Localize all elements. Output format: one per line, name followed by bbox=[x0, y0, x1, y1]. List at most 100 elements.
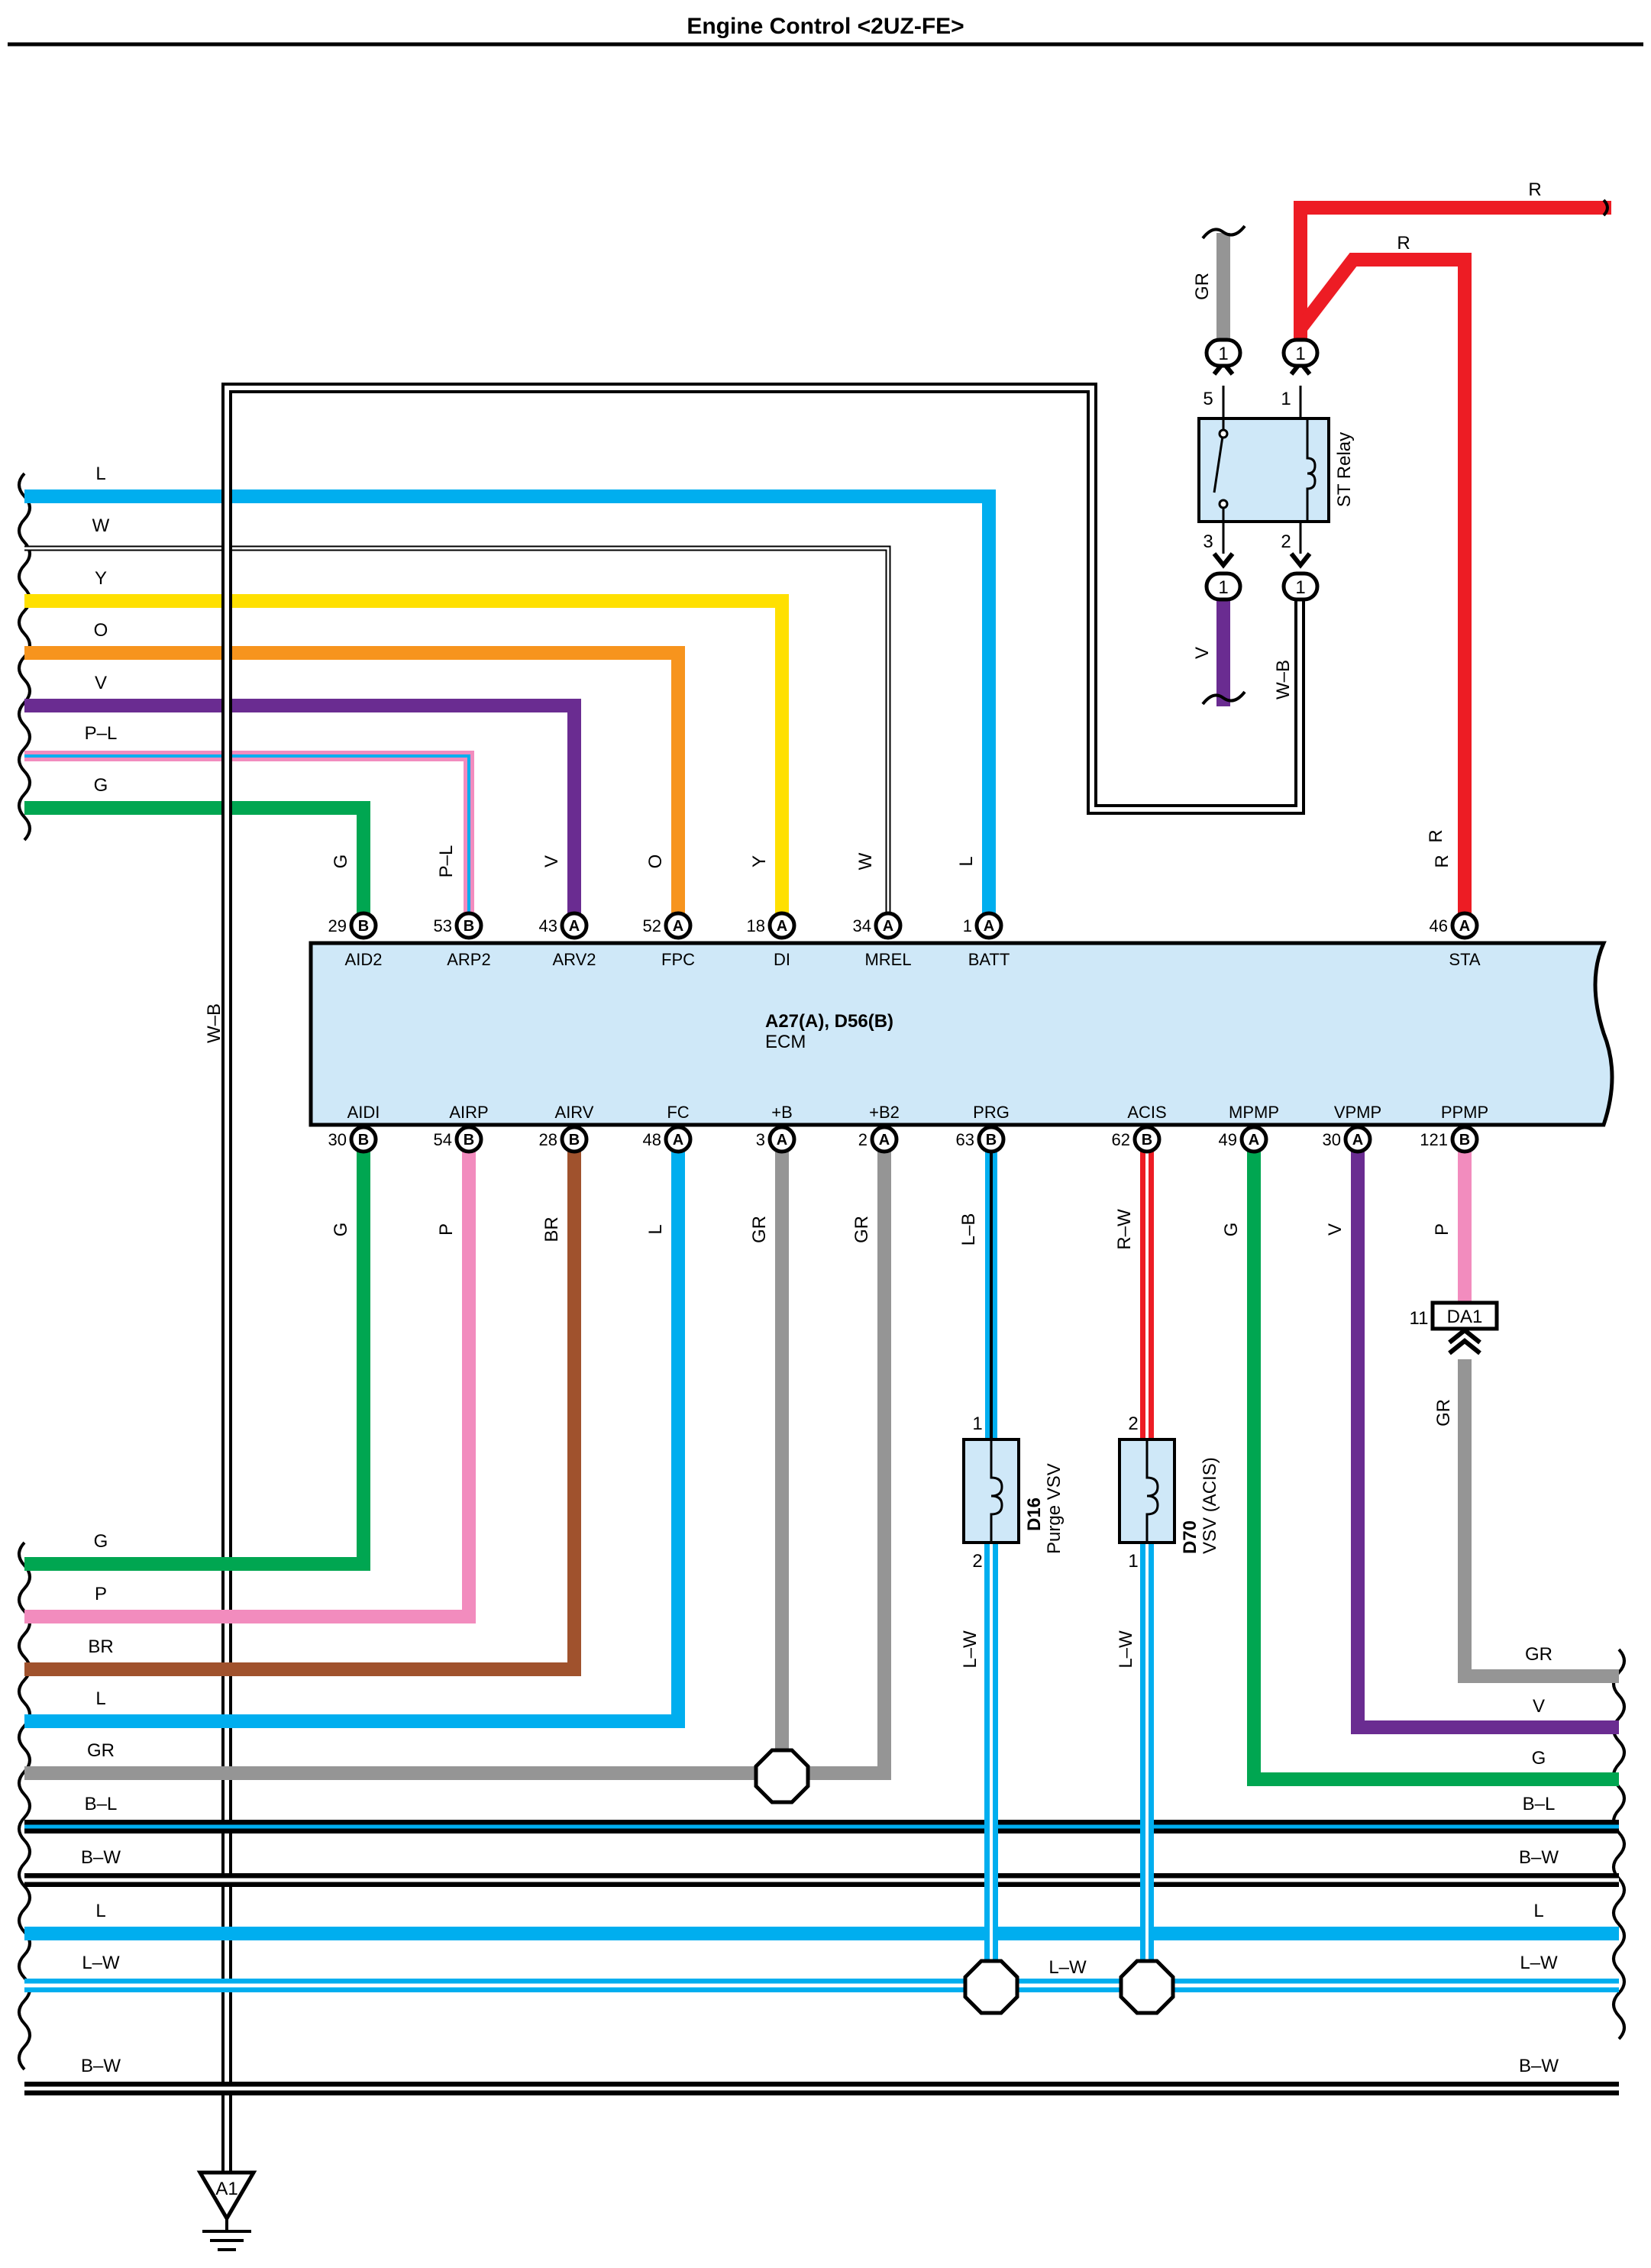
wire-l-fc bbox=[24, 1139, 685, 1728]
ground-wire-wb: W–B bbox=[204, 1003, 225, 1043]
relay-terminal-2: 2 bbox=[1281, 531, 1291, 552]
pin-name: ARP2 bbox=[447, 950, 490, 969]
pin-name: FC bbox=[667, 1103, 689, 1122]
relay-terminal-3: 3 bbox=[1203, 531, 1213, 552]
pin-connector-letter: B bbox=[358, 918, 369, 935]
pin-wire-color: BR bbox=[541, 1216, 562, 1242]
pin-marker bbox=[664, 1125, 693, 1154]
junction-da1-pin: 11 bbox=[1410, 1308, 1429, 1329]
pin-connector-letter: B bbox=[1459, 1132, 1470, 1149]
pin-connector-letter: B bbox=[569, 1132, 580, 1149]
pin-number: 18 bbox=[747, 916, 765, 935]
left-wire-label: Y bbox=[95, 568, 107, 589]
wire-g-aidi bbox=[24, 1139, 370, 1571]
junction-wire-gr: GR bbox=[1433, 1399, 1454, 1426]
lw-mid-label: L–W bbox=[1048, 1957, 1087, 1978]
ecm-name: ECM bbox=[765, 1032, 806, 1052]
pin-connector-letter: A bbox=[1459, 918, 1470, 935]
acis-vsv-wire-lw: L–W bbox=[1116, 1630, 1136, 1669]
pin-marker bbox=[349, 1125, 378, 1154]
left-wire-label: V bbox=[95, 673, 107, 693]
pin-wire-color: GR bbox=[749, 1216, 770, 1243]
pin-marker bbox=[1343, 1125, 1372, 1154]
pin-connector-letter: A bbox=[569, 918, 580, 935]
left-wire-label: O bbox=[94, 620, 108, 641]
relay-conn-label-3: 1 bbox=[1218, 577, 1228, 598]
pin-number: 53 bbox=[434, 916, 452, 935]
right-wire-label: L bbox=[1533, 1901, 1543, 1921]
acis-vsv-pin-top: 2 bbox=[1128, 1413, 1138, 1434]
wire-gr-ppmp bbox=[1458, 1359, 1619, 1683]
pin-number: 54 bbox=[434, 1130, 452, 1149]
relay-wire-v: V bbox=[1192, 647, 1213, 659]
pin-connector-letter: A bbox=[883, 918, 893, 935]
pin-name: DI bbox=[774, 950, 790, 969]
pin-wire-color: V bbox=[541, 855, 562, 867]
wire-pl-arp2 bbox=[24, 751, 474, 926]
wire-p-airp bbox=[24, 1139, 476, 1623]
ecm-bottom-pins: B30AIDIGB54AIRPPB28AIRVBRA48FCLA3+BGRA2+… bbox=[328, 1103, 1489, 1250]
pin-wire-color: R bbox=[1432, 855, 1452, 867]
harness-wire-labels: LWYOVP–LGGPBRLGRB–LB–WLL–WB–WGRVGB–LB–WL… bbox=[81, 464, 1559, 2076]
left-wire-label: P–L bbox=[85, 723, 118, 744]
relay-connectors bbox=[1204, 338, 1320, 602]
relay-conn-label-2: 1 bbox=[1295, 344, 1305, 364]
relay-wire-wb: W–B bbox=[1273, 660, 1294, 699]
purge-vsv-pin-bottom: 2 bbox=[972, 1551, 982, 1572]
left-wire-label: L–W bbox=[82, 1953, 120, 1973]
right-wire-label: V bbox=[1533, 1696, 1545, 1717]
relay-terminal-5: 5 bbox=[1203, 389, 1213, 409]
acis-vsv-pin-bottom: 1 bbox=[1128, 1551, 1138, 1572]
pin-number: 28 bbox=[539, 1130, 557, 1149]
pin-wire-color: G bbox=[331, 1223, 351, 1237]
left-wire-label: GR bbox=[87, 1740, 115, 1761]
relay-terminal-1: 1 bbox=[1281, 389, 1291, 409]
pin-wire-color: L bbox=[645, 1224, 666, 1234]
ground-a1 bbox=[196, 2170, 257, 2251]
junction-da1 bbox=[1430, 1300, 1499, 1355]
pin-number: 1 bbox=[963, 916, 972, 935]
pin-number: 34 bbox=[853, 916, 871, 935]
pin-wire-color: Y bbox=[749, 855, 770, 867]
wire-v-vpmp bbox=[1351, 1139, 1619, 1734]
pin-name: PRG bbox=[973, 1103, 1010, 1122]
pin-connector-letter: A bbox=[1352, 1132, 1363, 1149]
purge-vsv-pin-top: 1 bbox=[972, 1413, 982, 1434]
pin-name: AIRV bbox=[555, 1103, 594, 1122]
wire-o-fpc bbox=[24, 646, 685, 926]
pin-name: FPC bbox=[661, 950, 695, 969]
right-wire-label: B–L bbox=[1523, 1794, 1556, 1814]
pin-number: 29 bbox=[328, 916, 347, 935]
relay-wire-gr: GR bbox=[1192, 273, 1213, 300]
pin-marker bbox=[454, 1125, 483, 1154]
st-relay bbox=[1197, 359, 1330, 569]
wire-gr-b bbox=[24, 1139, 891, 1780]
pin-marker bbox=[974, 911, 1003, 940]
pin-connector-letter: A bbox=[673, 918, 683, 935]
pin-wire-color: L bbox=[956, 856, 977, 866]
left-wire-label: L bbox=[95, 464, 105, 484]
pin-marker bbox=[874, 911, 903, 940]
pin-marker bbox=[767, 1125, 796, 1154]
pin-number: 30 bbox=[328, 1130, 347, 1149]
pin-name: MPMP bbox=[1229, 1103, 1279, 1122]
pin-marker bbox=[870, 1125, 899, 1154]
pin-name: +B bbox=[771, 1103, 793, 1122]
acis-vsv bbox=[1118, 1438, 1176, 1544]
st-relay-name: ST Relay bbox=[1334, 432, 1355, 507]
right-wire-label: GR bbox=[1525, 1644, 1552, 1665]
pin-name: BATT bbox=[968, 950, 1010, 969]
left-wire-label: L bbox=[95, 1688, 105, 1709]
pin-name: AIDI bbox=[347, 1103, 380, 1122]
pin-connector-letter: A bbox=[777, 1132, 787, 1149]
pin-wire-color: G bbox=[331, 855, 351, 869]
left-wire-label: G bbox=[94, 1531, 108, 1552]
page-title: Engine Control <2UZ-FE> bbox=[687, 14, 964, 39]
pin-connector-letter: A bbox=[1249, 1132, 1259, 1149]
pin-name: MREL bbox=[864, 950, 911, 969]
ecm-box bbox=[309, 941, 1614, 1127]
pin-number: 48 bbox=[643, 1130, 661, 1149]
pin-number: 52 bbox=[643, 916, 661, 935]
left-wire-label: W bbox=[92, 515, 110, 536]
